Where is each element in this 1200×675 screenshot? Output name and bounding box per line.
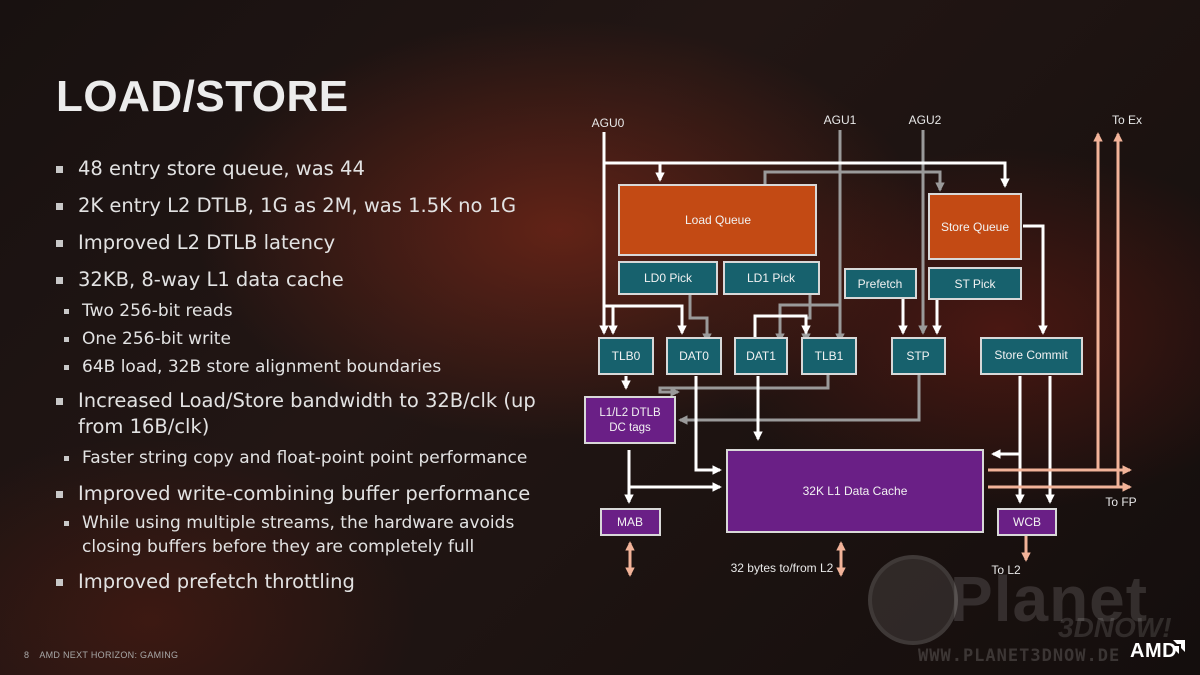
page-number: 8	[24, 650, 30, 660]
bullet-item: Improved prefetch throttling	[56, 569, 548, 595]
bullet-text: Two 256-bit reads	[82, 301, 233, 321]
bullet-marker	[64, 365, 69, 370]
load-queue-block: Load Queue	[618, 184, 817, 256]
sub-bullet-item: 64B load, 32B store alignment boundaries	[56, 355, 552, 379]
watermark-url: WWW.PLANET3DNOW.DE	[918, 646, 1121, 666]
wcb-label: WCB	[1013, 515, 1041, 529]
bullet-item: 32KB, 8-way L1 data cache	[56, 267, 558, 293]
bullet-marker	[56, 203, 63, 210]
watermark-name: Planet	[950, 563, 1149, 635]
mab-label: MAB	[617, 515, 643, 529]
tlb1-label: TLB1	[815, 349, 844, 363]
wcb-block: WCB	[997, 508, 1057, 536]
load-queue-label: Load Queue	[685, 213, 751, 227]
to-l2-label: To L2	[991, 563, 1021, 577]
dat1-tlb1-arrow	[753, 314, 811, 341]
bullet-item: 48 entry store queue, was 44	[56, 156, 558, 182]
dat0-block: DAT0	[666, 337, 722, 375]
store-commit-label: Store Commit	[994, 348, 1068, 362]
dtlb-label-line2: DC tags	[609, 422, 651, 434]
bullet-text: Improved write-combining buffer performa…	[78, 482, 531, 505]
store-queue-to-commit-arrow	[1023, 224, 1048, 335]
agu1-to-dat1-arrow	[775, 303, 840, 343]
dat0-to-cache-arrow	[694, 376, 722, 475]
bullet-text: 48 entry store queue, was 44	[78, 157, 365, 180]
bullet-text: Increased Load/Store bandwidth to 32B/cl…	[78, 389, 536, 438]
bullet-item: Improved L2 DTLB latency	[56, 230, 558, 256]
st-pick-label: ST Pick	[954, 277, 996, 291]
bullet-marker	[56, 491, 63, 498]
bullet-text: While using multiple streams, the hardwa…	[82, 513, 515, 557]
watermark-sub: 3DNOW!	[1058, 612, 1172, 643]
store-queue-block: Store Queue	[928, 193, 1022, 260]
sub-bullet-item: One 256-bit write	[56, 327, 552, 351]
tlb0-label: TLB0	[612, 349, 641, 363]
dat1-label: DAT1	[746, 349, 776, 363]
footer-text: AMD NEXT HORIZON: GAMING	[39, 650, 179, 660]
bullet-item: Improved write-combining buffer performa…	[56, 481, 548, 507]
stp-block: STP	[891, 337, 946, 375]
ld0-pick-arrow	[688, 294, 712, 343]
ld0-pick-block: LD0 Pick	[618, 261, 718, 295]
dtlb-label-line1: L1/L2 DTLB	[599, 407, 661, 419]
bullet-text: 2K entry L2 DTLB, 1G as 2M, was 1.5K no …	[78, 194, 517, 217]
bullet-marker	[56, 166, 63, 173]
l1-data-cache-block: 32K L1 Data Cache	[726, 449, 984, 533]
prefetch-label: Prefetch	[858, 277, 903, 291]
tlb1-to-dtlb-arrow	[658, 374, 830, 397]
bullet-marker	[56, 398, 63, 405]
bullet-marker	[64, 521, 69, 526]
mab-block: MAB	[600, 508, 661, 536]
store-queue-label: Store Queue	[941, 220, 1009, 234]
agu1-label: AGU1	[824, 113, 857, 127]
bullet-text: 64B load, 32B store alignment boundaries	[82, 357, 442, 377]
slide-title: LOAD/STORE	[56, 72, 349, 121]
agu2-label: AGU2	[909, 113, 942, 127]
commit-to-cache-arrow	[991, 376, 1022, 459]
bullet-text: Improved prefetch throttling	[78, 570, 355, 593]
agu2-to-store-queue-arrow	[763, 170, 945, 192]
dtlb-dc-tags-block: L1/L2 DTLB DC tags	[584, 396, 676, 444]
bullet-text: One 256-bit write	[82, 329, 231, 349]
dat1-block: DAT1	[734, 337, 788, 375]
bullet-item: Increased Load/Store bandwidth to 32B/cl…	[56, 388, 548, 440]
l1-data-cache-label: 32K L1 Data Cache	[803, 484, 908, 498]
to-ex-label: To Ex	[1112, 113, 1142, 127]
slide-footer: 8 AMD NEXT HORIZON: GAMING	[24, 650, 188, 660]
bullet-text: Faster string copy and float-point point…	[82, 448, 528, 468]
agu0-label: AGU0	[592, 116, 625, 130]
sub-bullet-item: While using multiple streams, the hardwa…	[56, 511, 532, 559]
bullet-text: Improved L2 DTLB latency	[78, 231, 336, 254]
bullet-text: 32KB, 8-way L1 data cache	[78, 268, 344, 291]
agu0-to-dat0-arrow	[604, 304, 687, 335]
ld0-pick-label: LD0 Pick	[644, 271, 693, 285]
sub-bullet-item: Two 256-bit reads	[56, 299, 552, 323]
bullet-marker	[56, 277, 63, 284]
agu0-bus-arrow	[604, 161, 1010, 188]
l2-bandwidth-label: 32 bytes to/from L2	[731, 561, 834, 575]
watermark-logo	[868, 555, 958, 645]
to-fp-label: To FP	[1105, 495, 1136, 509]
st-pick-block: ST Pick	[928, 267, 1022, 300]
bullet-item: 2K entry L2 DTLB, 1G as 2M, was 1.5K no …	[56, 193, 558, 219]
bullet-marker	[64, 337, 69, 342]
sub-bullet-item: Faster string copy and float-point point…	[56, 446, 552, 470]
prefetch-block: Prefetch	[844, 268, 917, 299]
store-commit-block: Store Commit	[980, 337, 1083, 375]
stp-to-dtlb-arrow	[678, 374, 921, 425]
stp-label: STP	[906, 349, 929, 363]
bullet-marker	[64, 309, 69, 314]
amd-arrow-icon	[1171, 640, 1185, 654]
bullet-marker	[56, 579, 63, 586]
ld1-pick-label: LD1 Pick	[747, 271, 796, 285]
bullet-marker	[64, 456, 69, 461]
ld1-pick-block: LD1 Pick	[723, 261, 820, 295]
tlb1-block: TLB1	[801, 337, 857, 375]
tlb0-block: TLB0	[598, 337, 654, 375]
dat0-label: DAT0	[679, 349, 709, 363]
amd-logo: AMD	[1130, 640, 1178, 662]
bullet-marker	[56, 240, 63, 247]
